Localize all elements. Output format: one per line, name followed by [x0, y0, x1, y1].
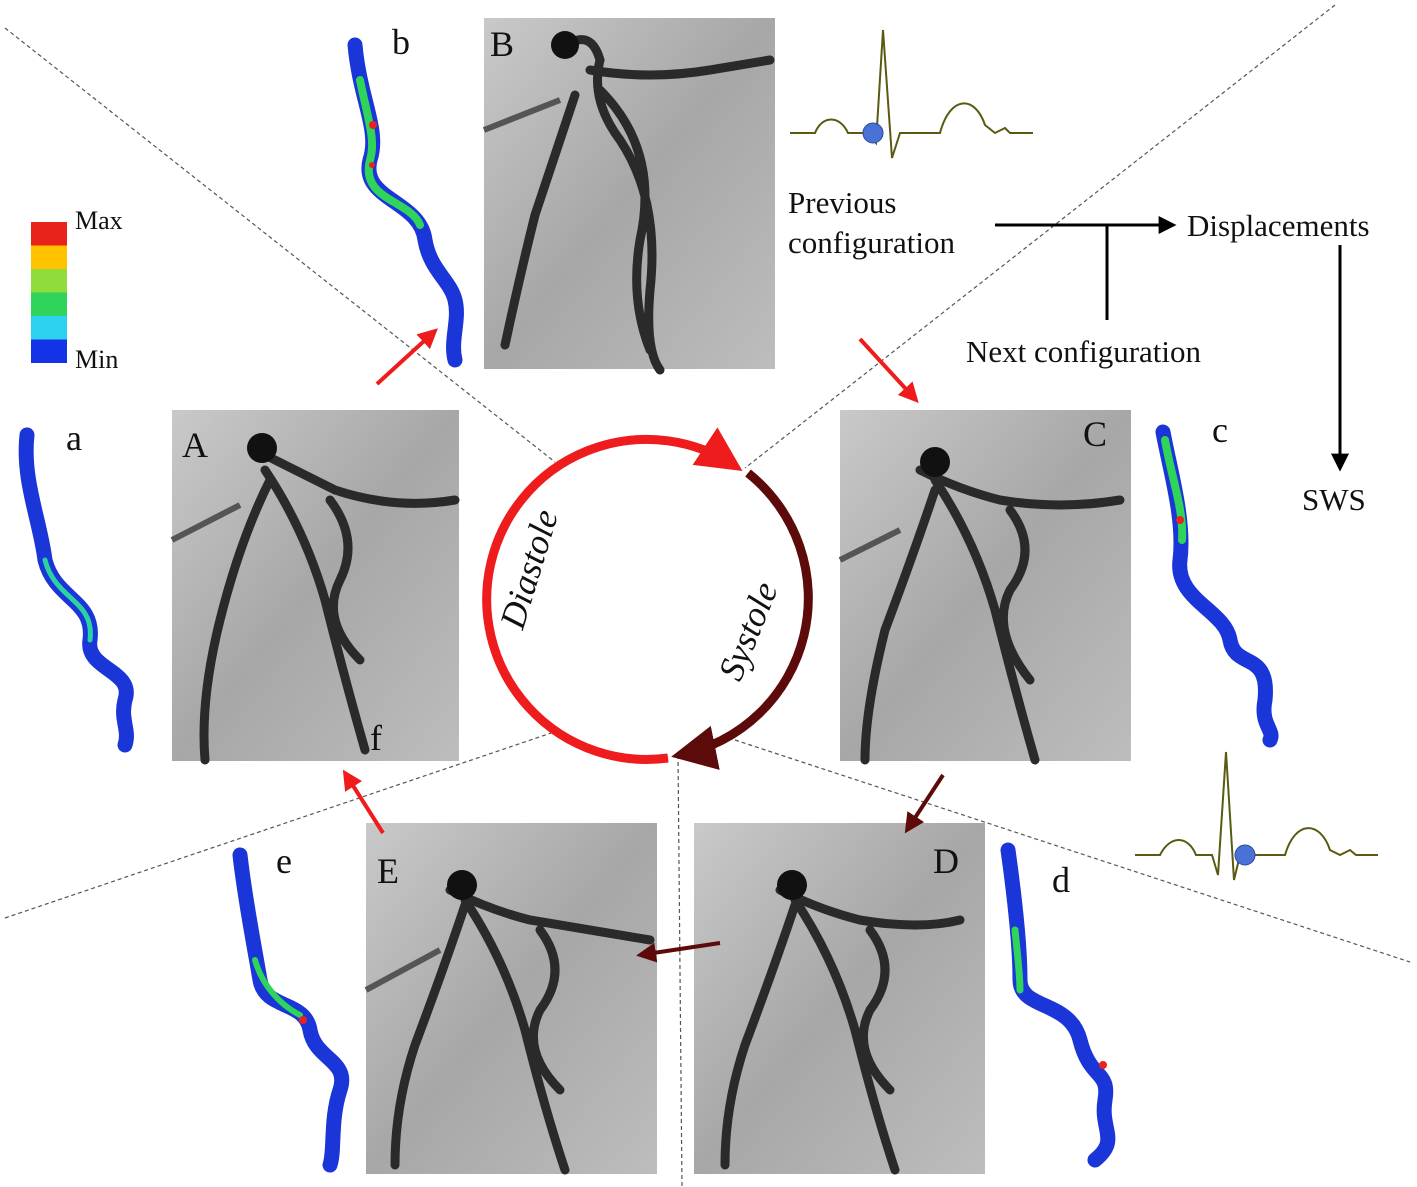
legend-swatch: [31, 269, 67, 293]
transition-arrows: [342, 328, 945, 963]
angiogram-D: [694, 823, 985, 1175]
angiogram-label-f: f: [370, 718, 382, 758]
angiogram-C: [838, 410, 1131, 765]
color-legend: [31, 222, 67, 363]
ecg-marker-top: [862, 122, 884, 144]
model-label-b: b: [392, 22, 410, 62]
model-label-e: e: [276, 841, 292, 881]
ecg-marker-bottom: [1234, 844, 1256, 866]
angiogram-A: [170, 410, 460, 765]
arrow-A-to-b: [375, 328, 438, 386]
legend-min-label: Min: [75, 345, 119, 374]
arrow-C-to-D: [904, 773, 945, 834]
previous-line-2: configuration: [788, 225, 956, 261]
angiogram-E: [364, 823, 657, 1175]
model-label-a: a: [66, 418, 82, 458]
vessel-model-e: [232, 847, 350, 1173]
legend-swatch: [31, 292, 67, 316]
flow-arrows: [995, 216, 1349, 472]
angiogram-label-E: E: [377, 851, 399, 891]
angiogram-label-A: A: [182, 425, 208, 465]
legend-swatch: [31, 245, 67, 269]
angiogram-label-C: C: [1083, 414, 1108, 454]
model-label-c: c: [1212, 410, 1228, 450]
cardiac-cycle: [482, 427, 813, 770]
vessel-model-d: [1000, 842, 1116, 1168]
legend-swatch: [31, 222, 67, 246]
angiogram-B: [482, 18, 775, 375]
ecg-trace-bottom: [1135, 751, 1378, 881]
model-label-d: d: [1052, 860, 1070, 900]
legend-max-label: Max: [75, 206, 123, 235]
vessel-model-a: [18, 427, 134, 753]
vessel-model-c: [1155, 424, 1279, 748]
legend-swatch: [31, 316, 67, 340]
ecg-trace-top: [790, 29, 1033, 159]
angiogram-label-B: B: [490, 24, 515, 64]
vessel-model-b: [347, 37, 464, 368]
arrow-D-to-E: [636, 941, 721, 963]
previous-configuration-label: Previous configuration: [788, 183, 955, 264]
diastole-arc: [482, 427, 743, 764]
sws-label: SWS: [1302, 482, 1366, 517]
dashed-dividers: [4, 4, 1411, 1187]
systole-arc: [671, 469, 813, 770]
displacements-label: Displacements: [1187, 208, 1370, 243]
arrow-E-to-A: [342, 769, 385, 835]
legend-swatch: [31, 339, 67, 363]
angiogram-label-D: D: [933, 841, 959, 881]
arrow-B-to-C: [858, 337, 919, 403]
previous-line-1: Previous: [788, 185, 897, 220]
next-configuration-label: Next configuration: [966, 334, 1202, 369]
